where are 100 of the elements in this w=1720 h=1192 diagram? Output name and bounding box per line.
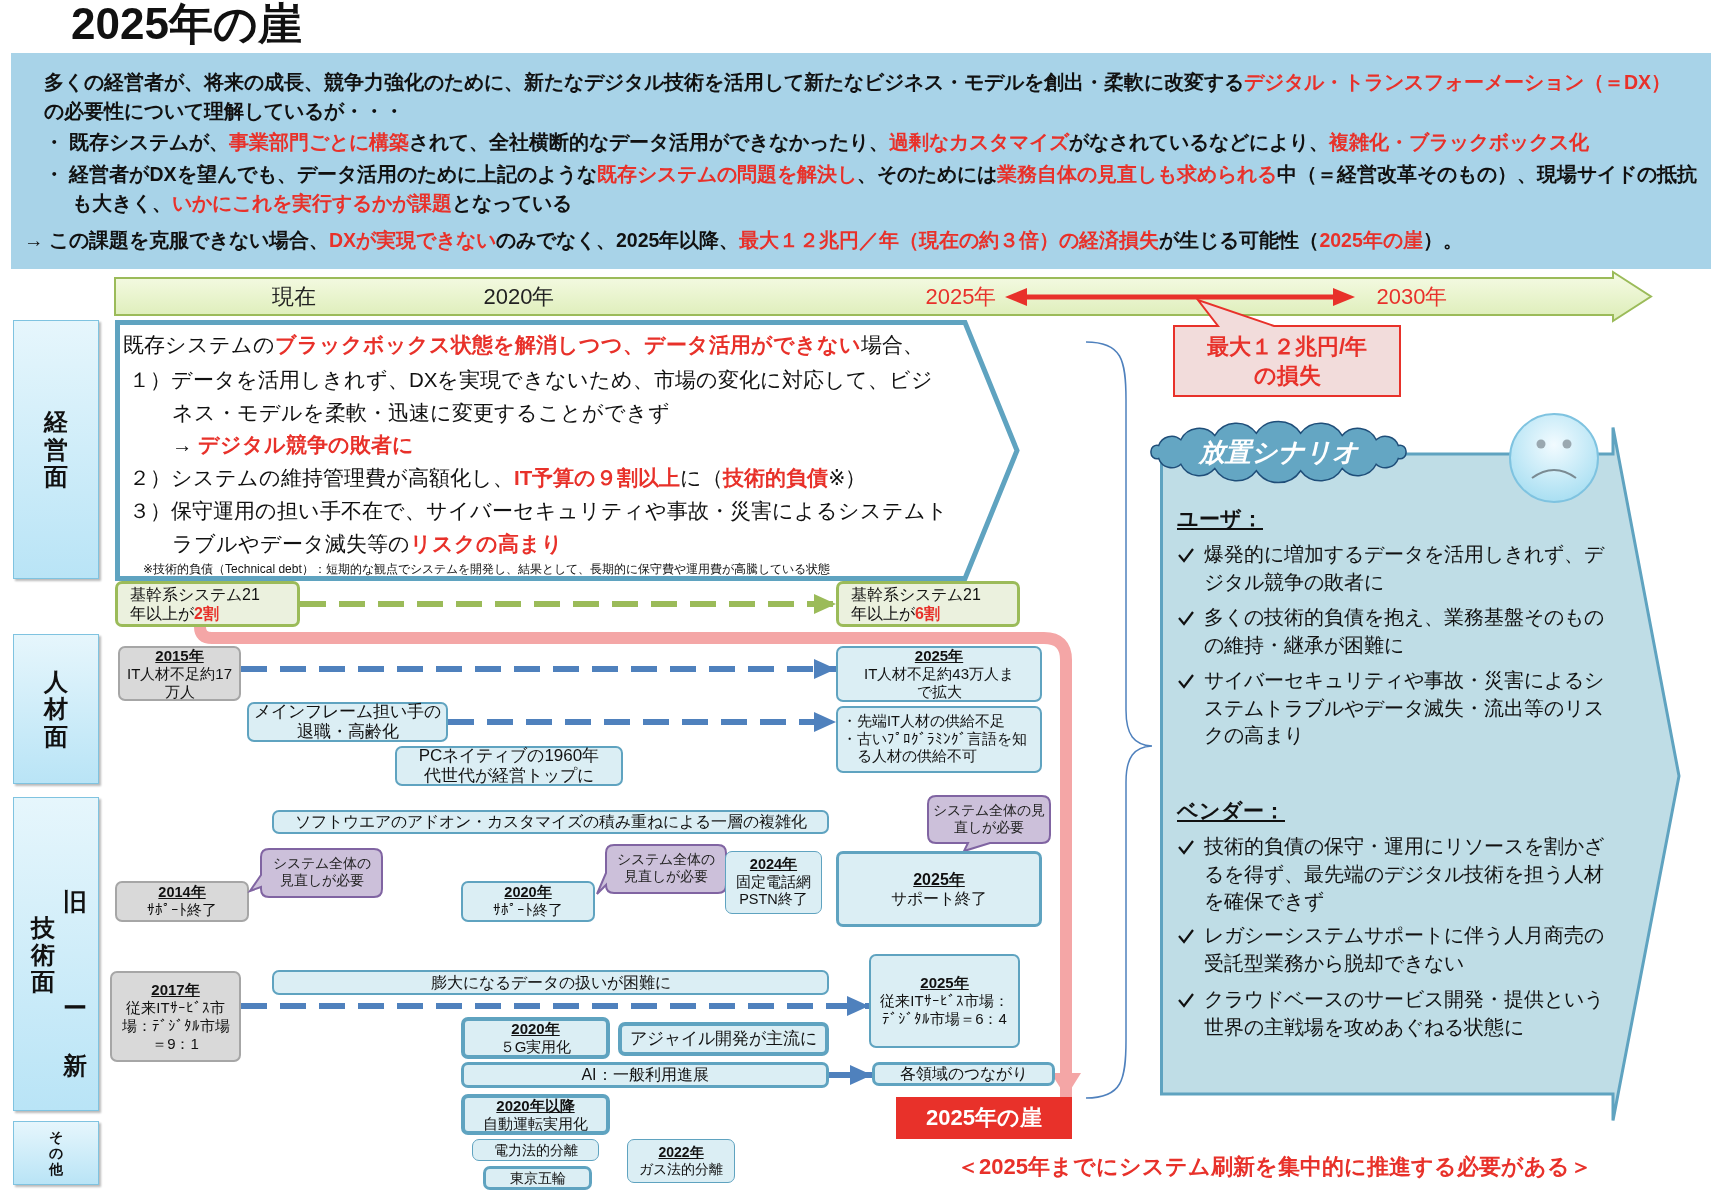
year-heading: 2025年 xyxy=(920,974,969,992)
timeline-band xyxy=(115,272,1651,321)
category-label: 経営面 xyxy=(43,408,69,491)
event-box xyxy=(118,646,241,701)
timeline-label: 2020年 xyxy=(483,282,555,311)
category-label: 技術面 xyxy=(30,914,56,995)
event-text: 従来ITｻｰﾋﾞｽ市場：ﾃﾞｼﾞﾀﾙ市場＝9：1 xyxy=(120,998,231,1053)
event-box xyxy=(461,881,595,922)
scenario-text: サイバーセキュリティや事故・災害によるシステムトラブルやデータ滅失・流出等のリスクの高まり xyxy=(1204,668,1605,748)
event-box xyxy=(836,851,1042,927)
year-heading: 2024年 xyxy=(749,856,798,874)
event-text: アジャイル開発が主流に xyxy=(630,1028,817,1050)
event-box xyxy=(461,1094,610,1135)
event-text: 従来ITｻｰﾋﾞｽ市場：ﾃﾞｼﾞﾀﾙ市場＝6：4 xyxy=(879,992,1010,1028)
event-box xyxy=(115,581,300,627)
event-box xyxy=(272,970,829,995)
year-heading: 2025年 xyxy=(914,647,964,665)
bubble-text: システム全体の見直しが必要 xyxy=(933,802,1045,836)
category-label: 新 xyxy=(62,1052,88,1079)
year-heading: 2017年 xyxy=(151,980,200,999)
scenario-text: 爆発的に増加するデータを活用しきれず、デジタル競争の敗者に xyxy=(1204,542,1606,595)
event-box xyxy=(461,1017,610,1059)
scenario-text: レガシーシステムサポートに伴う人月商売の受託型業務から脱却できない xyxy=(1204,923,1605,976)
bubble-text: システム全体の見直しが必要 xyxy=(271,855,372,889)
conclusion-text: ＜2025年までにシステム刷新を集中的に推進する必要がある＞ xyxy=(957,1153,1592,1181)
event-box xyxy=(725,851,822,914)
cloud-text: 放置シナリオ xyxy=(1198,435,1359,469)
event-box xyxy=(869,954,1020,1048)
event-box xyxy=(836,581,1020,627)
year-heading: 2022年 xyxy=(658,1144,704,1161)
arrow-panel xyxy=(115,320,1020,581)
timeline-label: 2030年 xyxy=(1376,282,1448,311)
event-box xyxy=(836,646,1042,702)
category-box xyxy=(13,634,99,784)
category-box xyxy=(13,1121,99,1185)
event-text: ・古いﾌﾟﾛｸﾞﾗﾐﾝｸﾞ言語を知る人材の供給不可 xyxy=(842,730,1028,766)
panel-text: ２）システムの維持管理費が高額化し、IT予算の９割以上に（技術的負債※） xyxy=(129,465,868,491)
event-text: AI：一般利用進展 xyxy=(581,1065,709,1085)
category-label: ー xyxy=(62,994,88,1021)
event-text: 固定電話網PSTN終了 xyxy=(735,873,812,909)
summary-band xyxy=(11,53,1711,269)
summary-text: ・ 既存システムが、事業部門ごとに構築されて、全社横断的なデータ活用ができなかったり、過剰なカスタマイズがなされているなどにより、複雑化・ブラックボックス化 xyxy=(44,130,1591,155)
year-heading: 2020年以降 xyxy=(496,1096,575,1115)
title: 2025年の崖 xyxy=(71,0,302,48)
scenario-panel xyxy=(1160,426,1681,1122)
event-text: 各領域のつながり xyxy=(899,1064,1028,1084)
event-text: サポート終了 xyxy=(891,889,987,909)
event-box xyxy=(836,706,1042,773)
warning-text: 2025年の崖 xyxy=(926,1104,1042,1132)
year-heading: 2020年 xyxy=(511,1020,560,1038)
panel-text: → デジタル競争の敗者に xyxy=(172,432,416,458)
category-box xyxy=(13,320,99,579)
timeline-label: 現在 xyxy=(272,282,316,311)
event-box xyxy=(115,881,249,922)
event-box xyxy=(272,810,829,834)
year-heading: 2020年 xyxy=(504,884,552,902)
section-heading: ベンダー： xyxy=(1177,798,1285,824)
event-box xyxy=(461,1062,829,1088)
summary-text: ・ 経営者がDXを望んでも、データ活用のために上記のような既存システムの問題を解決し、そのためには業務自体の見直しも求められる中（＝経営改革そのもの）、現場サイドの抵抗も大きく、いかにこれを実行するかが課題となっている xyxy=(44,162,1698,216)
speech-bubble xyxy=(250,849,382,897)
panel-text: １）データを活用しきれず、DXを実現できないため、市場の変化に対応して、ビジネス・モデルを柔軟・迅速に変更することができず xyxy=(129,367,935,426)
event-text: 基幹系システム21年以上が6割 xyxy=(851,584,982,624)
year-heading: 2015年 xyxy=(155,646,204,665)
speech-bubble xyxy=(928,796,1050,851)
category-label: 人材面 xyxy=(43,667,69,751)
scenario-text: 技術的負債の保守・運用にリソースを割かざるを得ず、最先端のデジタル技術を担う人材を確保できず xyxy=(1204,834,1605,914)
category-label: その他 xyxy=(48,1128,64,1178)
event-box xyxy=(618,1022,829,1056)
scenario-text: 多くの技術的負債を抱え、業務基盤そのものの維持・継承が困難に xyxy=(1204,605,1605,658)
dashed-arrow xyxy=(448,712,836,732)
event-box xyxy=(110,971,241,1062)
dashed-arrow xyxy=(241,996,869,1016)
event-box xyxy=(483,1166,592,1190)
event-text: 電力法的分離 xyxy=(493,1141,578,1159)
event-text: 基幹系システム21年以上が2割 xyxy=(130,584,261,624)
dashed-arrow xyxy=(300,594,836,614)
event-box xyxy=(472,1139,599,1161)
year-heading: 2014年 xyxy=(158,884,206,902)
event-text: IT人材不足約17万人 xyxy=(126,664,233,701)
event-text: IT人材不足約43万人まで拡大 xyxy=(863,665,1015,701)
section-heading: ユーザ： xyxy=(1177,506,1263,532)
event-text: ５G実用化 xyxy=(499,1038,572,1056)
event-text: ｻﾎﾟｰﾄ終了 xyxy=(147,901,217,919)
summary-text: 多くの経営者が、将来の成長、競争力強化のために、新たなデジタル技術を活用して新たなビジネス・モデルを創出・柔軟に改変するデジタル・トランスフォーメーション（＝DX）の必要性について理解しているが・・・ xyxy=(44,70,1673,124)
timeline-label: 2025年 xyxy=(925,282,997,311)
event-text: 東京五輪 xyxy=(509,1169,566,1187)
event-text: ｻﾎﾟｰﾄ終了 xyxy=(493,901,563,919)
event-text: ・先端IT人材の供給不足 xyxy=(842,713,1005,731)
event-text: PCネイティブの1960年代世代が経営トップに xyxy=(417,745,601,787)
event-box xyxy=(395,746,623,786)
category-box xyxy=(13,797,99,1111)
arrow xyxy=(829,1065,872,1085)
panel-text: 既存システムのブラックボックス状態を解消しつつ、データ活用ができない場合、 xyxy=(123,332,925,359)
panel-text: ３）保守運用の担い手不在で、サイバーセキュリティや事故・災害によるシステムトラブルやデータ滅失等のリスクの高まり xyxy=(129,498,949,557)
scenario-text: クラウドベースのサービス開発・提供という世界の主戦場を攻めあぐねる状態に xyxy=(1204,987,1605,1040)
event-box xyxy=(627,1139,735,1183)
event-text: メインフレーム担い手の退職・高齢化 xyxy=(253,701,442,743)
category-label: 旧 xyxy=(62,888,88,915)
dashed-arrow xyxy=(241,659,836,679)
year-heading: 2025年 xyxy=(913,869,965,889)
